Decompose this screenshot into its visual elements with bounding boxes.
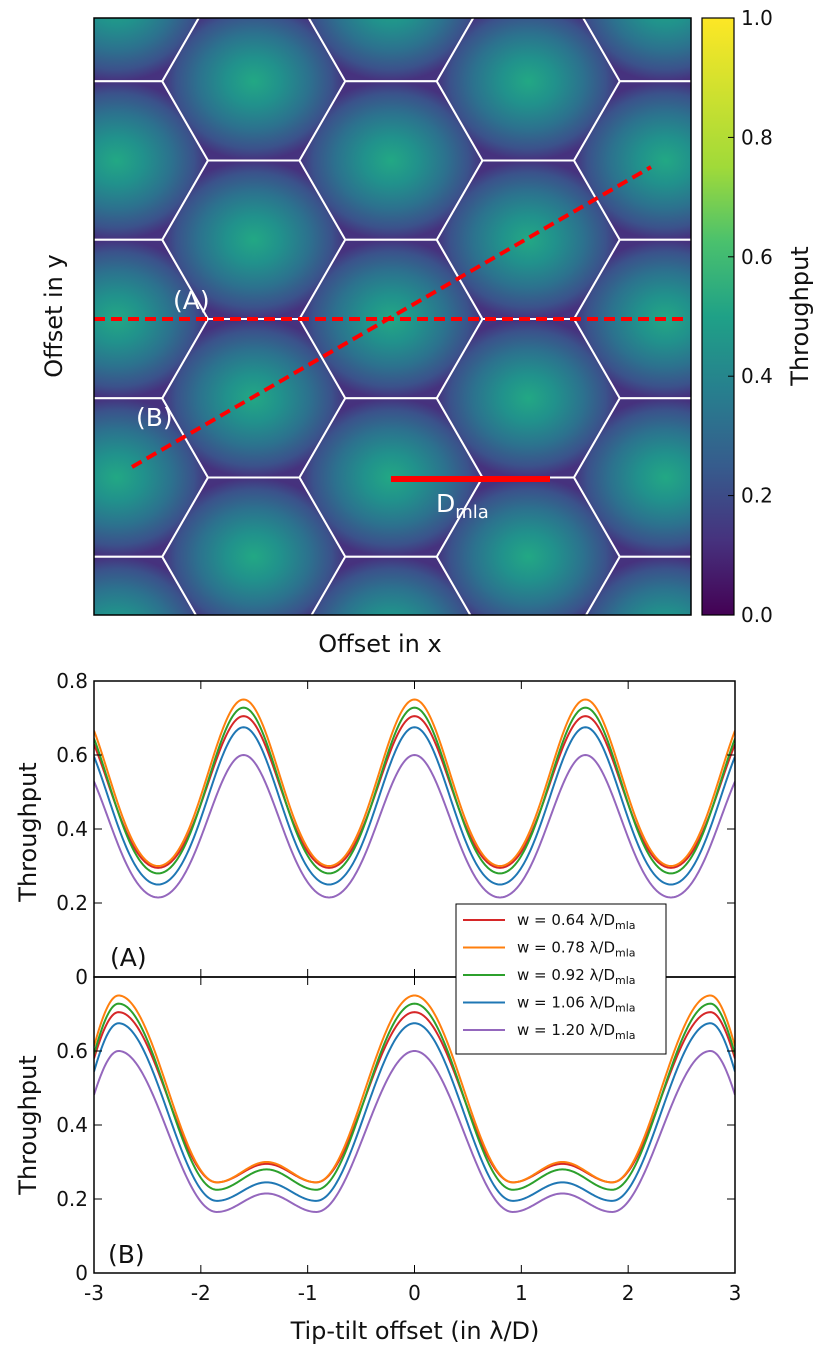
y-tick-label: 0.6 [56, 743, 88, 767]
x-tick-label: -2 [191, 1281, 211, 1305]
colorbar-label: Throughput [786, 246, 814, 386]
heatmap-frame [93, 17, 692, 616]
cut-label-a: (A) [173, 286, 210, 315]
panel-b-ticks: 0 0.2 0.4 0.6 -3 -2 -1 0 1 2 3 [56, 976, 742, 1305]
hex-cell [572, 80, 691, 241]
panel-a-lines [94, 698, 735, 899]
scale-bar-label: Dmla [436, 489, 489, 523]
panel-a-series-line [94, 726, 735, 886]
hex-cell [584, 555, 691, 615]
heatmap-panel: (A) (B) Dmla Offset in x Offset in y [40, 17, 692, 658]
panel-a-series-line [94, 698, 735, 868]
x-tick-label: 0 [408, 1281, 421, 1305]
legend-entry: w = 0.92 λ/Dmla [517, 966, 636, 987]
legend-entry: w = 1.06 λ/Dmla [517, 994, 636, 1015]
colorbar-tick-label: 0.2 [741, 484, 773, 508]
y-tick-label: 0.8 [56, 669, 88, 693]
panel-b-series-line [94, 994, 735, 1184]
y-tick-label: 0 [75, 1261, 88, 1285]
panel-a-series-line [94, 753, 735, 899]
panel-b-series-line [94, 1022, 735, 1202]
panel-b-lines [94, 994, 735, 1213]
heatmap-cells [94, 18, 691, 615]
panel-a-series-line [94, 706, 735, 875]
panel-b-x-label: Tip-tilt offset (in λ/D) [290, 1317, 540, 1345]
panel-b-label: (B) [108, 1240, 145, 1269]
y-tick-label: 0.2 [56, 891, 88, 915]
legend: w = 0.64 λ/Dmla w = 0.78 λ/Dmla w = 0.92 λ… [455, 903, 667, 1055]
y-tick-label: 0.4 [56, 817, 88, 841]
colorbar-tick-label: 0.6 [741, 245, 773, 269]
colorbar-ticks: 0.0 0.2 0.4 0.6 0.8 1.0 [728, 6, 773, 627]
panel-b-series-line [94, 1002, 735, 1191]
heatmap-x-label: Offset in x [318, 630, 441, 658]
legend-entry: w = 0.64 λ/Dmla [517, 911, 636, 932]
cut-b-line [130, 165, 653, 469]
colorbar: 0.0 0.2 0.4 0.6 0.8 1.0 Throughput [701, 6, 814, 627]
y-tick-label: 0 [75, 965, 88, 989]
panel-a: 0 0.2 0.4 0.6 0.8 (A) Throughput [14, 669, 736, 989]
panel-b-series-line [94, 1049, 735, 1213]
y-tick-label: 0.4 [56, 1113, 88, 1137]
panel-a-y-label: Throughput [14, 762, 42, 902]
x-tick-label: 2 [622, 1281, 635, 1305]
y-tick-label: 0.6 [56, 1039, 88, 1063]
panel-b: 0 0.2 0.4 0.6 -3 -2 -1 0 1 2 3 (B) Throughput Tip-… [14, 976, 742, 1345]
hex-cell [582, 18, 691, 83]
colorbar-tick-label: 0.4 [741, 364, 773, 388]
x-tick-label: -1 [298, 1281, 318, 1305]
x-tick-label: 1 [515, 1281, 528, 1305]
colorbar-tick-label: 0.8 [741, 125, 773, 149]
heatmap-overlay [94, 165, 686, 482]
heatmap-y-label: Offset in y [40, 254, 68, 377]
cut-label-b: (B) [136, 403, 173, 432]
legend-entry: w = 1.20 λ/Dmla [517, 1021, 636, 1042]
x-tick-label: -3 [84, 1281, 104, 1305]
y-tick-label: 0.2 [56, 1187, 88, 1211]
colorbar-tick-label: 0.0 [741, 603, 773, 627]
x-tick-label: 3 [729, 1281, 742, 1305]
panel-b-y-label: Throughput [14, 1055, 42, 1195]
colorbar-bar [701, 17, 735, 616]
colorbar-tick-label: 1.0 [741, 6, 773, 30]
legend-entry: w = 0.78 λ/Dmla [517, 939, 636, 960]
panel-a-label: (A) [110, 943, 147, 972]
hex-cell [572, 397, 691, 558]
